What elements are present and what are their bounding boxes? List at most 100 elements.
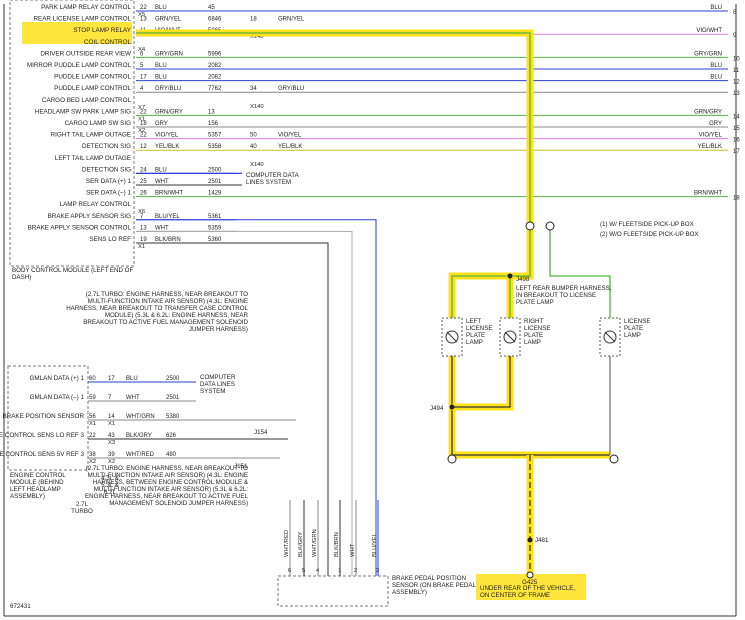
- bp-sensor-wire-color: WHT: [350, 543, 356, 557]
- bcm-row-color: GRN/GRY: [155, 109, 183, 115]
- ground-g425-symbol: [526, 571, 534, 579]
- bcm-row-conn: X1: [138, 244, 145, 250]
- splice-j494-label: J494: [430, 405, 444, 412]
- bcm-row-color: WHT: [155, 225, 169, 231]
- bcm-row-circuit: 5358: [208, 144, 222, 150]
- ecm-row-conn-b: X1: [108, 421, 115, 427]
- harness-note: LEFT REAR BUMPER HARNESS,IN BREAKOUT TO …: [516, 285, 612, 306]
- ground-note: UNDER REAR OF THE VEHICLE,ON CENTER OF F…: [480, 585, 575, 599]
- right-lamp-ground-wire: [452, 356, 511, 408]
- bcm-row-right-num: 13: [733, 91, 740, 97]
- ecm-row-conn-a: X2: [89, 459, 96, 465]
- bp-sensor-box: [277, 575, 389, 607]
- bcm-row-circuit: 1429: [208, 191, 222, 197]
- bcm-row-color: GRN/YEL: [155, 17, 182, 23]
- ecm-row-color: WHT/GRN: [126, 414, 155, 420]
- ground-g425-label: G425: [522, 579, 538, 586]
- bcm-row-pin: 26: [140, 191, 147, 197]
- bcm-row-label: DRIVER OUTSIDE REAR VIEW: [40, 50, 131, 57]
- bcm-row-conn: X2: [138, 128, 145, 134]
- ecm-row-conn-a: X1: [89, 421, 96, 427]
- ecm-row-circuit: 5380: [166, 414, 180, 420]
- ecm-row-pin-b: 43: [108, 433, 115, 439]
- bcm-row-label: SER DATA (+) 1: [86, 178, 132, 185]
- bcm-row-label: CARGO BED LAMP CONTROL: [42, 97, 132, 104]
- bcm-row-label: REAR LICENSE LAMP CONTROL: [33, 16, 131, 23]
- ecm-row-color: BLU: [126, 376, 138, 382]
- bcm-row-circuit: 2501: [208, 179, 222, 185]
- ecm-box: [7, 365, 89, 471]
- bcm-row-conn: X1: [138, 116, 145, 122]
- bcm-row-extra: 18: [250, 17, 257, 23]
- bcm-row-right-color: BLU: [710, 63, 722, 69]
- bcm-row-label: MIRROR PUDDLE LAMP CONTROL: [27, 62, 132, 69]
- bcm-row-extra-color: GRY/BLU: [278, 86, 304, 92]
- marker-top-1: [525, 221, 535, 231]
- ecm-row-pin-a: 60: [89, 376, 96, 382]
- bp-sensor-wire-color: BLK/BRN: [334, 532, 340, 557]
- marker-2: [609, 454, 619, 464]
- bcm-row-pin: 5: [140, 63, 144, 69]
- bcm-row-pin: 22: [140, 133, 147, 139]
- bcm-row-color: BLU: [155, 75, 167, 81]
- ecm-row-pin-a: 22: [89, 433, 96, 439]
- bcm-row-label: BRAKE APPLY SENSOR SIG: [48, 213, 132, 220]
- bcm-row-color: BRN/WHT: [155, 191, 183, 197]
- ecm-variant-b: 4.3L &5.3L &6.2L: [101, 475, 120, 496]
- bcm-row-label: LEFT TAIL LAMP OUTAGE: [55, 155, 131, 162]
- rear-license-wire: [136, 32, 531, 220]
- bp-sensor-wire-color: BLK/GRY: [298, 532, 304, 557]
- bp-sensor-pin: 5: [302, 568, 305, 574]
- bcm-row-color: BLK/BRN: [155, 237, 181, 243]
- bcm-row-pin: 13: [140, 17, 147, 23]
- bcm-row-right-color: BLU: [710, 5, 722, 11]
- bcm-row-circuit: 5357: [208, 133, 222, 139]
- bcm-row-label: PARK LAMP RELAY CONTROL: [41, 4, 131, 11]
- brake-apply-ctl-wire: [136, 230, 353, 576]
- bcm-row-circuit: 5359: [208, 225, 222, 231]
- ecm-row-label: ENGINE CONTROL SENS LO REF 3: [0, 432, 84, 439]
- bcm-row-right-num: 8: [733, 10, 737, 16]
- bcm-row-extra: X140: [250, 162, 264, 168]
- ecm-row-pin-b: 17: [108, 376, 115, 382]
- ecm-row-pin-a: 59: [89, 395, 96, 401]
- ecm-row-pin-b: 7: [108, 395, 112, 401]
- bcm-row-right-num: 10: [733, 56, 740, 62]
- left-license-lamp: [441, 317, 463, 357]
- bcm-row-right-num: 14: [733, 114, 740, 120]
- ecm-row-label: BRAKE POSITION SENSOR: [2, 413, 84, 420]
- bcm-row-conn: X5: [138, 12, 145, 18]
- bcm-row-extra: 34: [250, 86, 257, 92]
- bcm-row-right-num: 18: [733, 196, 740, 202]
- bcm-row-color: YEL/BLK: [155, 144, 179, 150]
- bcm-row-pin: 7: [140, 214, 144, 220]
- bcm-row-label: PUDDLE LAMP CONTROL: [54, 85, 131, 92]
- bcm-row-label: RIGHT TAIL LAMP OUTAGE: [51, 132, 131, 139]
- legend-2: (2) W/O FLEETSIDE PICK-UP BOX: [600, 231, 699, 238]
- bcm-row-right-num: 12: [733, 80, 740, 86]
- ecm-row-conn-b: X2: [108, 459, 115, 465]
- splice-j498-label: J498: [516, 276, 530, 283]
- plate-lamp-feed-wire: [549, 230, 611, 318]
- bcm-row-circuit: 2082: [208, 75, 222, 81]
- ecm-row-circuit: 2501: [166, 395, 180, 401]
- bcm-row-right-color: BRN/WHT: [694, 191, 722, 197]
- j154-label: J154: [254, 429, 268, 436]
- bcm-row-right-color: VIO/YEL: [699, 133, 723, 139]
- bcm-row-right-color: GRN/GRY: [694, 109, 722, 115]
- ecm-row-circuit: 626: [166, 433, 177, 439]
- bcm-box: [9, 0, 135, 267]
- bp-sensor-pin: 3: [376, 568, 379, 574]
- note-j154: (2.7L TURBO: ENGINE HARNESS, NEAR BREAKO…: [66, 291, 248, 333]
- ecm-row-pin-b: 14: [108, 414, 115, 420]
- bcm-row-right-color: YEL/BLK: [698, 144, 722, 150]
- splice-j494: [449, 404, 455, 410]
- ecm-row-pin-a: 56: [89, 414, 96, 420]
- bcm-row-label: STOP LAMP RELAY: [73, 27, 131, 34]
- ecm-row-pin-a: 38: [89, 452, 96, 458]
